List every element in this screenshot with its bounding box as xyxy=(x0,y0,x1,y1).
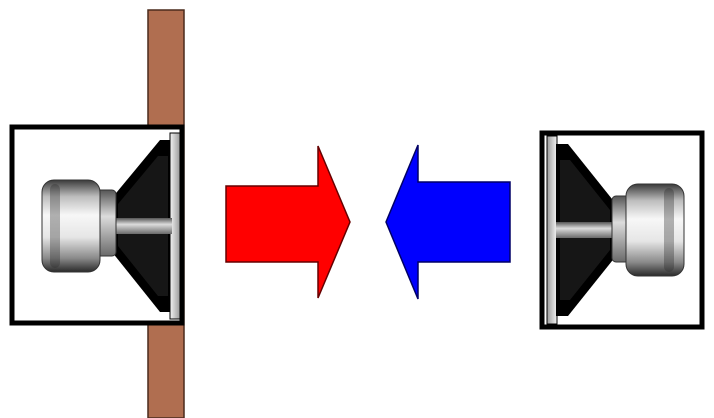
blue-arrow-left-icon xyxy=(386,145,510,299)
red-arrow-right-icon xyxy=(226,146,350,298)
speaker-left xyxy=(12,127,182,323)
speaker-right xyxy=(542,133,702,327)
